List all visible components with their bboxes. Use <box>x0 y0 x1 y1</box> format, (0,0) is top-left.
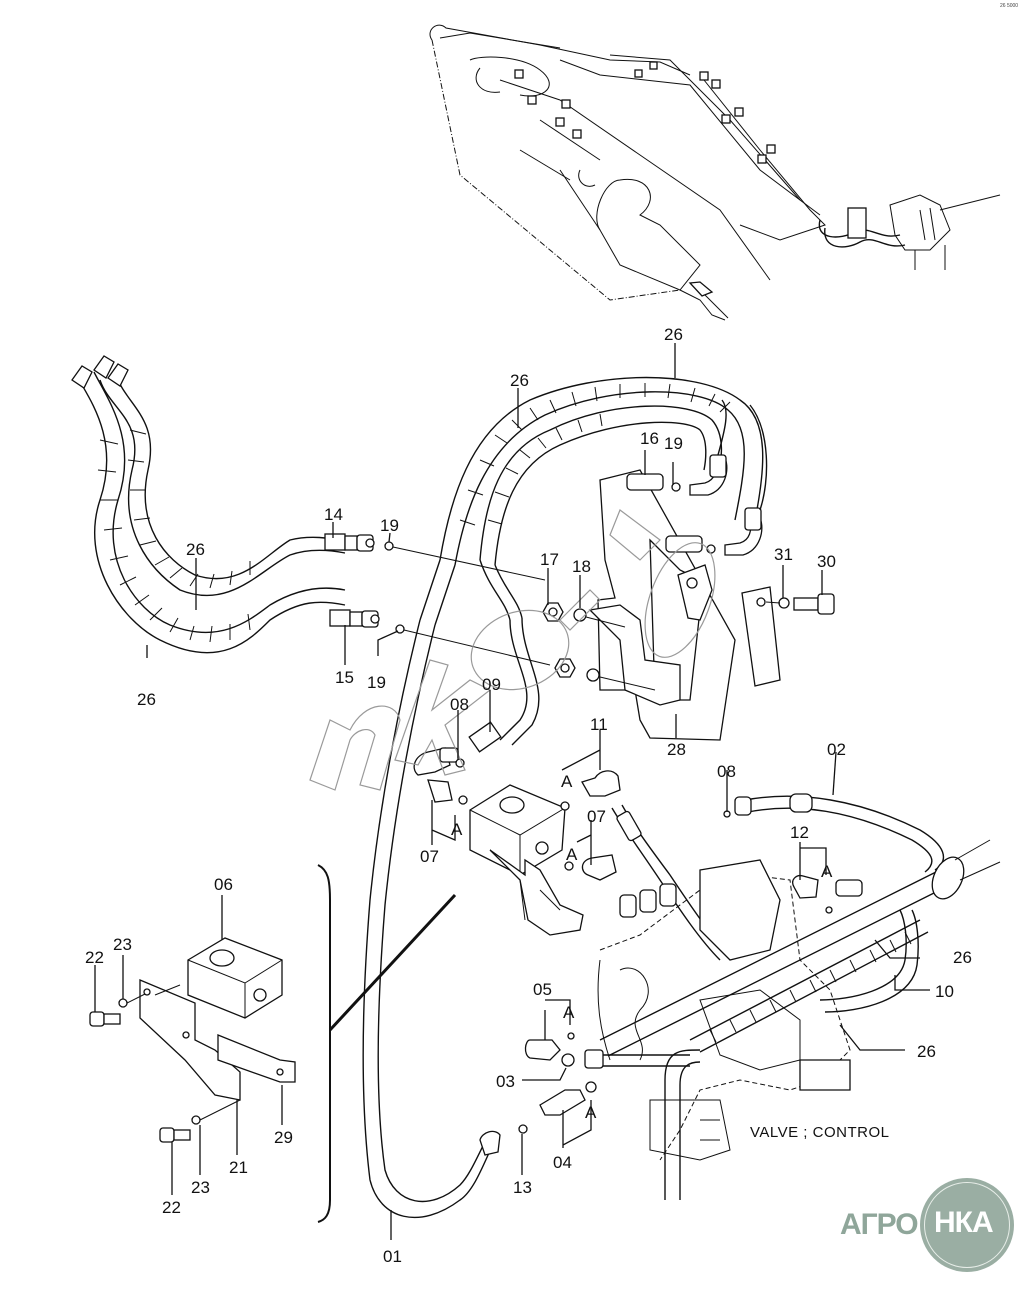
hose-end-fittings <box>71 355 129 389</box>
part-label-07: 07 <box>420 847 439 866</box>
part-label-09: 09 <box>482 675 501 694</box>
brand-logo: АГРО НКА <box>840 1178 1015 1273</box>
corner-mark: 26 5000 <box>1000 3 1019 9</box>
part-label-26: 26 <box>917 1042 936 1061</box>
part-label-17: 17 <box>540 550 559 569</box>
control-valve <box>479 793 1001 1200</box>
ref-mark-a: A <box>585 1103 597 1122</box>
part-label-08: 08 <box>450 695 469 714</box>
part-label-26: 26 <box>510 371 529 390</box>
spiral-guard-rings <box>97 429 251 643</box>
diagram-caption: VALVE ; CONTROL <box>750 1124 890 1141</box>
logo-text-nka: НКА <box>934 1206 994 1239</box>
part-label-06: 06 <box>214 875 233 894</box>
spiral-guard-rings-top <box>459 383 731 526</box>
bracket-detail <box>89 864 331 1223</box>
part-label-01: 01 <box>383 1247 402 1266</box>
part-label-04: 04 <box>553 1153 572 1172</box>
hoses-14-15 <box>71 355 551 666</box>
bracket-assembly <box>542 399 835 741</box>
part-label-16: 16 <box>640 429 659 448</box>
part-label-22: 22 <box>162 1198 181 1217</box>
part-label-05: 05 <box>533 980 552 999</box>
part-labels: 01 02 03 04 05 06 07 07 08 08 09 10 11 1… <box>85 325 972 1266</box>
ref-mark-a: A <box>566 845 578 864</box>
part-label-23: 23 <box>191 1178 210 1197</box>
part-label-13: 13 <box>513 1178 532 1197</box>
part-label-26: 26 <box>137 690 156 709</box>
part-label-30: 30 <box>817 552 836 571</box>
reference-marks: A A A A A A <box>451 772 833 1122</box>
part-label-10: 10 <box>935 982 954 1001</box>
part-label-26: 26 <box>186 540 205 559</box>
part-label-07: 07 <box>587 807 606 826</box>
part-label-22: 22 <box>85 948 104 967</box>
part-label-26: 26 <box>664 325 683 344</box>
ref-mark-a: A <box>821 862 833 881</box>
part-label-31: 31 <box>774 545 793 564</box>
part-label-14: 14 <box>324 505 343 524</box>
part-label-19: 19 <box>664 434 683 453</box>
leader-lines <box>94 343 930 1240</box>
part-label-28: 28 <box>667 740 686 759</box>
part-label-12: 12 <box>790 823 809 842</box>
part-label-11: 11 <box>590 715 608 734</box>
part-label-29: 29 <box>274 1128 293 1147</box>
part-label-19: 19 <box>367 673 386 692</box>
boom-clamps <box>514 61 776 164</box>
logo-text-agro: АГРО <box>840 1208 919 1241</box>
part-label-23: 23 <box>113 935 132 954</box>
part-label-19: 19 <box>380 516 399 535</box>
part-label-21: 21 <box>229 1158 248 1177</box>
logo-ring <box>924 1182 1010 1268</box>
part-label-15: 15 <box>335 668 354 687</box>
arched-hoses-26 <box>362 376 764 1219</box>
part-label-03: 03 <box>496 1072 515 1091</box>
ref-mark-a: A <box>451 820 463 839</box>
part-label-26: 26 <box>953 948 972 967</box>
part-label-02: 02 <box>827 740 846 759</box>
ref-mark-a: A <box>563 1003 575 1022</box>
ref-mark-a: A <box>561 772 573 791</box>
valve-block-assembly <box>328 747 731 1032</box>
excavator-arm-overview <box>429 24 1001 321</box>
watermark <box>309 509 716 791</box>
logo-circle: НКА <box>920 1178 1014 1272</box>
spiral-guard-rings-valve <box>709 931 912 1043</box>
part-label-18: 18 <box>572 557 591 576</box>
part-label-08: 08 <box>717 762 736 781</box>
